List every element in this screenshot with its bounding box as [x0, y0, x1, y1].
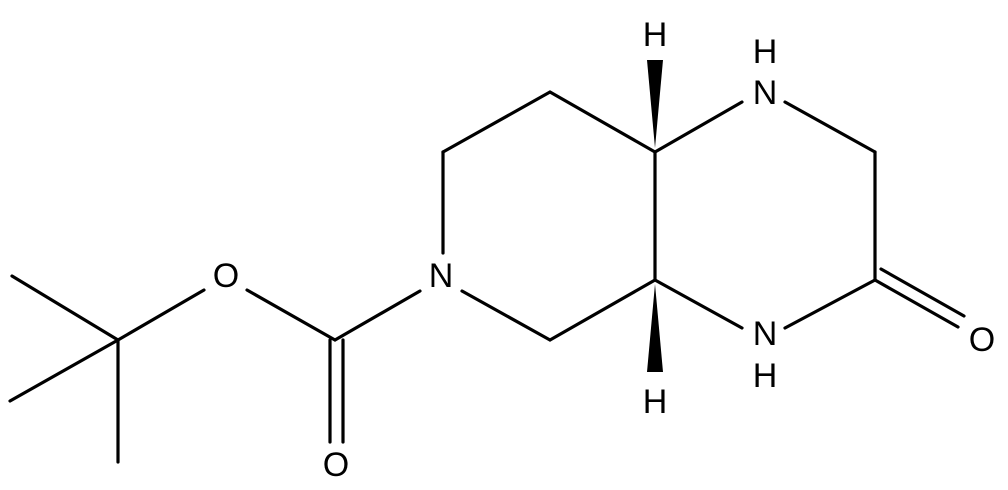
bond-ch2-c4a: [548, 278, 657, 342]
bond-co-nh: [783, 278, 877, 330]
bond-ch2-ch2: [441, 90, 552, 154]
atom-o-ester: O: [213, 257, 239, 295]
bond-n-ch2-lower: [460, 289, 552, 342]
atom-o-lactam: O: [969, 321, 995, 359]
bond-lactam-co-1: [873, 278, 960, 329]
atom-n-bottom-letter: N: [753, 315, 778, 353]
atom-n-bottom-h: H: [753, 357, 778, 395]
bond-nh-ch2: [783, 100, 877, 154]
bond-tbu-methyl-left: [10, 274, 120, 342]
wedge-bond-top: [647, 60, 663, 148]
atom-h-bottom-stereo: H: [643, 383, 668, 421]
bond-lactam-co-2: [879, 267, 966, 318]
bond-c8a-ch2: [548, 90, 657, 154]
bond-tbu-methyl-lower: [8, 338, 120, 403]
wedge-bond-bottom: [647, 284, 663, 372]
atom-o-boc-carbonyl: O: [323, 446, 349, 484]
atom-n-top: H: [753, 33, 778, 71]
atom-h-top-stereo: H: [643, 16, 668, 54]
bond-tbu-o: [116, 288, 206, 342]
bond-o-carbonyl: [245, 288, 337, 342]
bond-c8a-nh: [653, 100, 744, 154]
bond-nh-c4a: [653, 278, 744, 330]
atom-n-ring: N: [429, 257, 454, 295]
bond-carbonyl-n: [333, 289, 422, 342]
atom-n-top-letter: N: [753, 74, 778, 112]
